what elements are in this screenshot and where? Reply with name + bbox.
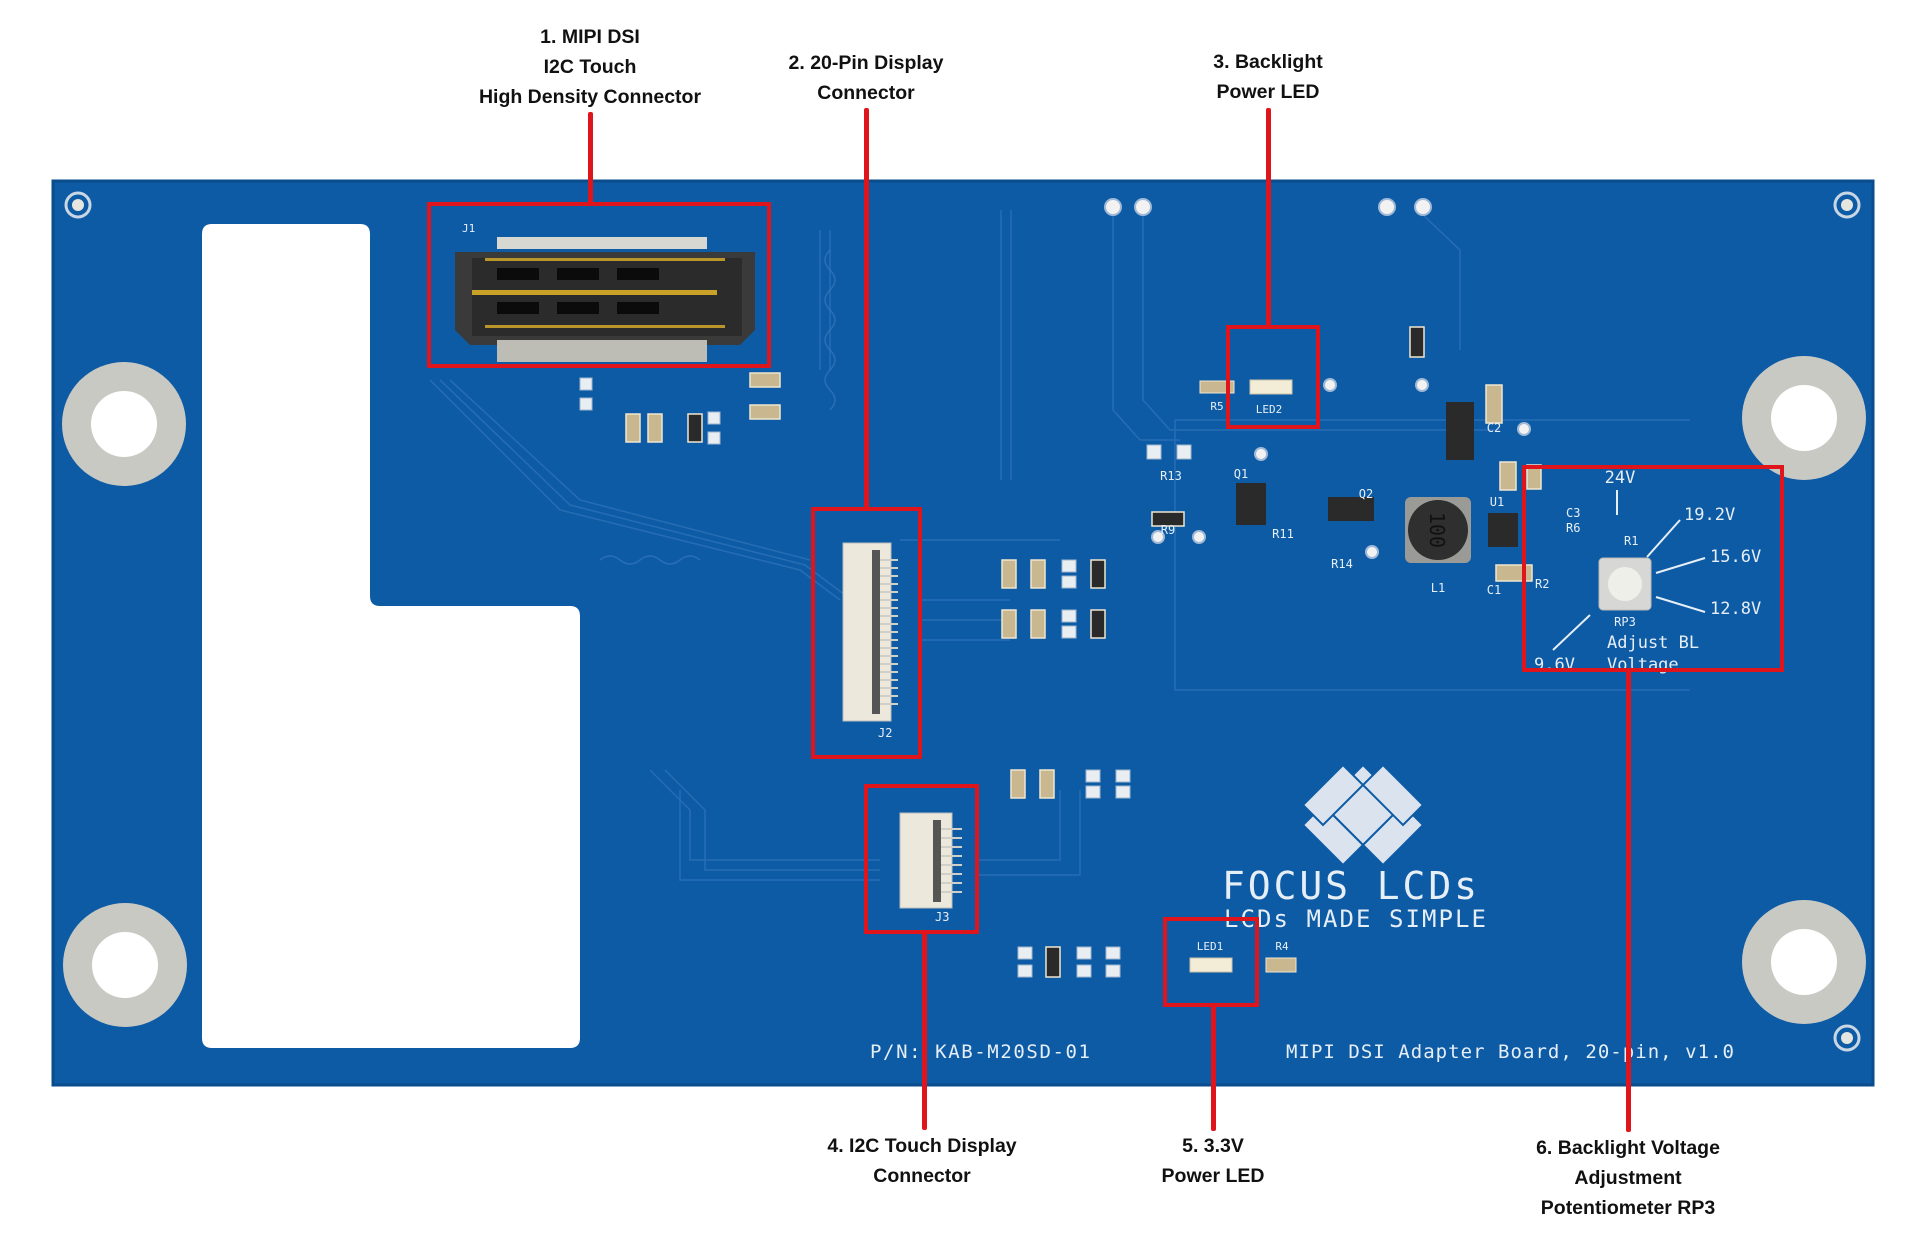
ref-j2: J2 xyxy=(878,726,892,740)
callout-label-1: 1. MIPI DSI I2C Touch High Density Conne… xyxy=(479,22,701,112)
pcb-substrate xyxy=(53,181,1873,1085)
callout-1-line-3: High Density Connector xyxy=(478,86,702,108)
pcb-edge xyxy=(51,179,1875,1087)
connector-j2: J2 xyxy=(842,542,898,740)
callout-6-line-2: Adjustment xyxy=(1574,1167,1682,1189)
led2 xyxy=(1249,379,1293,395)
ref-q2: Q2 xyxy=(1359,487,1373,501)
callout-label-3: 3. Backlight Power LED xyxy=(1213,47,1322,107)
leader-line-4 xyxy=(922,932,927,1130)
ref-l1: L1 xyxy=(1431,581,1445,595)
pcb-traces xyxy=(429,210,1690,881)
mounting-hole xyxy=(1742,356,1866,480)
connector-j1: J1 xyxy=(455,222,755,362)
mounting-hole xyxy=(63,903,187,1027)
callout-6-line-3: Potentiometer RP3 xyxy=(1540,1197,1716,1219)
inductor-value: 100 xyxy=(1425,512,1449,548)
ref-r9: R9 xyxy=(1161,523,1175,537)
led1 xyxy=(1189,957,1233,973)
callout-box-2 xyxy=(811,507,922,759)
silkscreen-labels: LED2 R5 LED1 R4 R13 R9 Q1 R11 Q2 R14 L1 … xyxy=(870,400,1761,1063)
ref-j3: J3 xyxy=(935,910,949,924)
ref-j1: J1 xyxy=(462,222,475,235)
voltage-12-8v: 12.8V xyxy=(1710,599,1761,619)
callout-1-line-1: 1. MIPI DSI xyxy=(540,26,640,48)
callout-box-5 xyxy=(1163,917,1259,1007)
ref-c1: C1 xyxy=(1487,583,1501,597)
meander-traces xyxy=(599,249,836,565)
callout-label-5: 5. 3.3V Power LED xyxy=(1162,1131,1265,1191)
board-name: MIPI DSI Adapter Board, 20-pin, v1.0 xyxy=(1286,1041,1734,1063)
voltage-19-2v: 19.2V xyxy=(1684,505,1735,525)
callout-2-line-1: 2. 20-Pin Display xyxy=(788,52,944,74)
callout-box-6 xyxy=(1522,465,1784,672)
callout-2-line-2: Connector xyxy=(817,82,915,104)
focus-lcds-logo xyxy=(1301,763,1425,867)
leader-line-2 xyxy=(864,108,869,509)
ref-rp3: RP3 xyxy=(1614,615,1636,629)
callout-label-4: 4. I2C Touch Display Connector xyxy=(827,1131,1016,1191)
callout-5-line-2: Power LED xyxy=(1161,1165,1265,1187)
callout-6-line-1: 6. Backlight Voltage xyxy=(1536,1137,1720,1159)
ref-r5: R5 xyxy=(1210,400,1223,413)
callout-5-line-1: 5. 3.3V xyxy=(1182,1135,1244,1157)
via-holes xyxy=(1104,198,1531,559)
callout-box-3 xyxy=(1226,325,1320,429)
fiducial xyxy=(1833,1024,1861,1052)
mounting-hole xyxy=(1742,900,1866,1024)
leader-line-6 xyxy=(1626,670,1631,1132)
leader-line-5 xyxy=(1211,1005,1216,1131)
part-number: P/N: KAB-M20SD-01 xyxy=(870,1041,1090,1063)
callout-3-line-1: 3. Backlight xyxy=(1213,51,1323,73)
ref-led2: LED2 xyxy=(1256,403,1283,416)
ref-r13: R13 xyxy=(1160,469,1182,483)
leader-line-1 xyxy=(588,112,593,204)
callout-4-line-2: Connector xyxy=(873,1165,971,1187)
ref-r11: R11 xyxy=(1272,527,1294,541)
voltage-15-6v: 15.6V xyxy=(1710,547,1761,567)
ref-led1: LED1 xyxy=(1197,940,1224,953)
fiducial xyxy=(1833,191,1861,219)
fiducial xyxy=(64,191,92,219)
ref-r6: R6 xyxy=(1566,521,1580,535)
adjust-bl-label: Adjust BL xyxy=(1607,633,1699,653)
callout-4-line-1: 4. I2C Touch Display xyxy=(827,1135,1017,1157)
ref-r4: R4 xyxy=(1275,940,1289,953)
callout-box-1 xyxy=(427,202,771,368)
callout-label-6: 6. Backlight Voltage Adjustment Potentio… xyxy=(1536,1133,1720,1223)
ref-u1: U1 xyxy=(1490,495,1504,509)
ref-r1: R1 xyxy=(1624,534,1638,548)
ref-q1: Q1 xyxy=(1234,467,1248,481)
ref-r2: R2 xyxy=(1535,577,1549,591)
callout-label-2: 2. 20-Pin Display Connector xyxy=(789,48,944,108)
leader-line-3 xyxy=(1266,108,1271,327)
smd-components: 100 xyxy=(579,326,1652,978)
ref-c2: C2 xyxy=(1487,421,1501,435)
callout-1-line-2: I2C Touch xyxy=(543,56,637,78)
voltage-24v: 24V xyxy=(1605,468,1636,488)
ref-c3: C3 xyxy=(1566,506,1580,520)
connector-j3: J3 xyxy=(899,812,962,924)
mounting-hole xyxy=(62,362,186,486)
ref-r14: R14 xyxy=(1331,557,1353,571)
callout-box-4 xyxy=(864,784,979,934)
callout-3-line-2: Power LED xyxy=(1216,81,1320,103)
